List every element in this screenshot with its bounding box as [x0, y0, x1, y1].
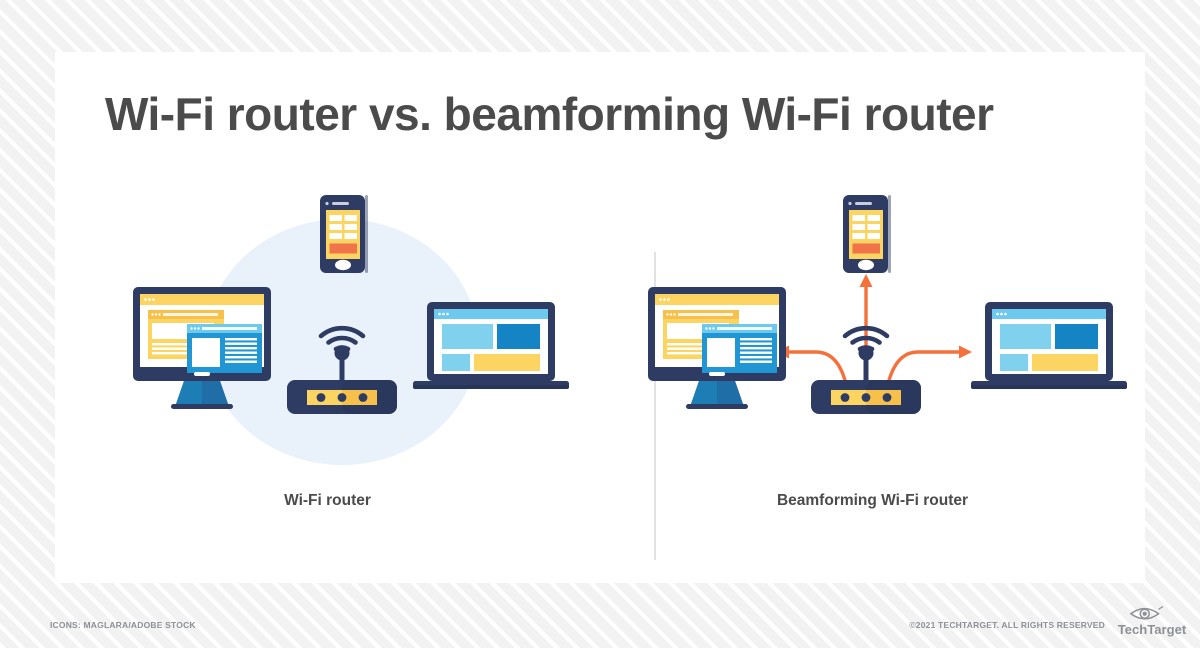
techtarget-wordmark: TechTarget: [1118, 622, 1187, 637]
desktop-monitor-icon: [648, 287, 786, 409]
content-card: Wi-Fi router vs. beamforming Wi-Fi route…: [55, 52, 1145, 583]
panel-beamforming-router: Beamforming Wi-Fi router: [600, 52, 1145, 583]
laptop-icon: [413, 302, 569, 389]
caption-wifi-router: Wi-Fi router: [284, 492, 371, 509]
arrow-head-up: [859, 274, 873, 287]
arrow-to-laptop: [886, 350, 962, 385]
router-icon: [811, 325, 921, 414]
copyright-notice: ©2021 TECHTARGET. ALL RIGHTS RESERVED: [909, 620, 1105, 630]
arrow-to-monitor: [786, 350, 848, 385]
techtarget-logo[interactable]: TechTarget: [1112, 602, 1192, 640]
beamforming-arrows: [786, 285, 962, 385]
caption-beamforming-router: Beamforming Wi-Fi router: [776, 492, 969, 509]
page-title: Wi-Fi router vs. beamforming Wi-Fi route…: [105, 88, 994, 140]
laptop-icon: [971, 302, 1127, 389]
beamforming-router-illustration: [648, 195, 1127, 414]
icon-credit: ICONS: MAGLARA/ADOBE STOCK: [50, 620, 196, 630]
desktop-monitor-icon: [133, 287, 271, 409]
smartphone-icon: [320, 195, 368, 273]
router-icon: [287, 325, 397, 414]
panel-divider: [654, 252, 656, 560]
smartphone-icon: [843, 195, 891, 273]
eye-icon: [1129, 607, 1160, 620]
panel-wifi-router: Wi-Fi router: [55, 52, 600, 583]
eye-pupil-icon: [1142, 611, 1147, 616]
wifi-router-illustration: [133, 195, 569, 465]
coverage-ellipse: [206, 219, 478, 465]
arrow-heads: [776, 274, 972, 359]
arrow-head-right: [959, 345, 972, 359]
eye-lash-icon: [1158, 605, 1164, 610]
